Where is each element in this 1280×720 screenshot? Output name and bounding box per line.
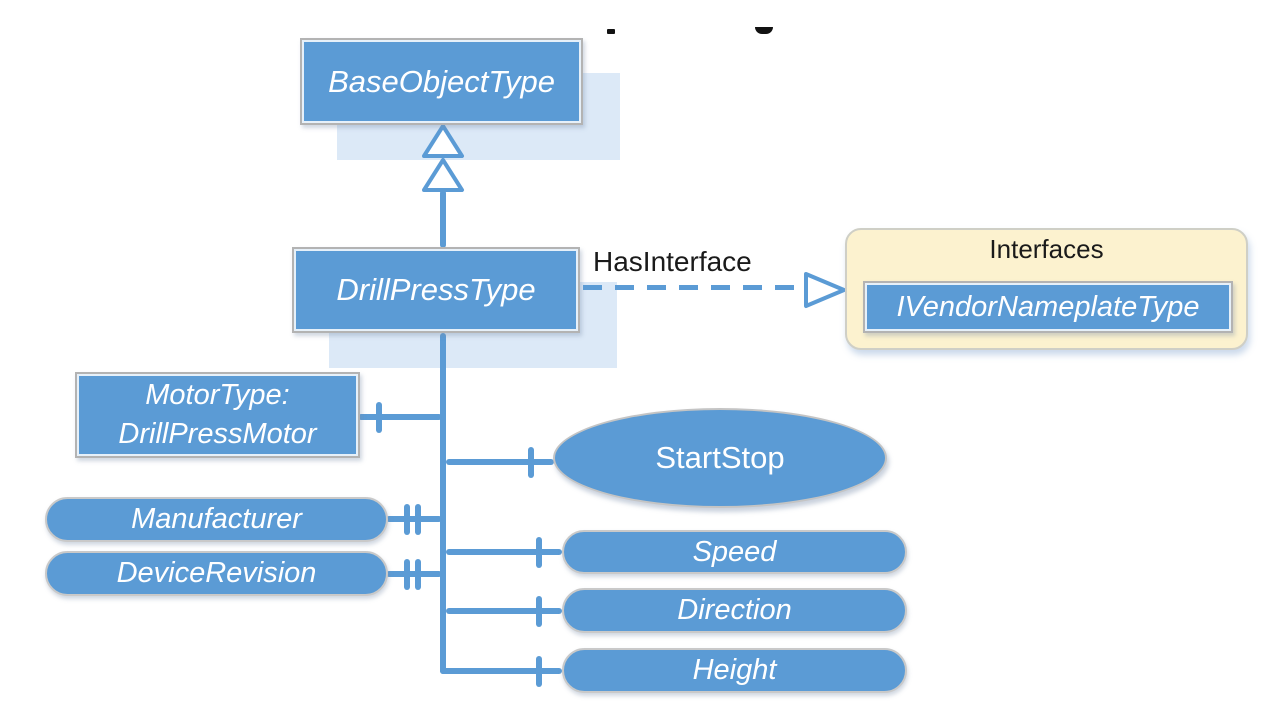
- variable-capsule-direction: Direction: [562, 588, 907, 633]
- component-trunk-line: [440, 333, 446, 674]
- object-box-motortype-label-line1: MotorType:: [145, 379, 290, 411]
- devicerevision-property-tick-2: [415, 559, 421, 590]
- devicerevision-property-tick-1: [404, 559, 410, 590]
- manufacturer-property-tick-2: [415, 504, 421, 535]
- object-box-motortype: MotorType: DrillPressMotor: [75, 372, 360, 458]
- hassubtype-arrow-icon: [422, 124, 464, 192]
- property-capsule-manufacturer: Manufacturer: [45, 497, 388, 542]
- height-connector-line: [440, 668, 562, 674]
- direction-connector-line: [446, 608, 562, 614]
- property-capsule-devicerevision: DeviceRevision: [45, 551, 388, 596]
- subtype-connector-line: [440, 190, 446, 248]
- hasinterface-label: HasInterface: [590, 247, 800, 277]
- height-component-tick: [536, 656, 542, 687]
- motortype-component-tick: [376, 402, 382, 433]
- class-box-drillpresstype-label: DrillPressType: [336, 272, 536, 307]
- hasinterface-arrow-icon: [804, 272, 846, 308]
- variable-capsule-height: Height: [562, 648, 907, 693]
- class-box-baseobjecttype: BaseObjectType: [300, 38, 583, 125]
- manufacturer-property-tick-1: [404, 504, 410, 535]
- variable-capsule-speed-label: Speed: [692, 535, 777, 568]
- startstop-connector-line: [446, 459, 554, 465]
- variable-capsule-height-label: Height: [692, 654, 777, 686]
- hasinterface-dashed-line: [583, 285, 802, 290]
- variable-capsule-speed: Speed: [562, 530, 907, 574]
- devicerevision-connector-line: [386, 571, 442, 577]
- object-box-motortype-label-line2: DrillPressMotor: [118, 418, 317, 450]
- interfaces-group-title-text: Interfaces: [989, 234, 1104, 264]
- method-ellipse-startstop: StartStop: [553, 408, 887, 508]
- cropped-text-artifact-curve: [755, 27, 773, 34]
- startstop-component-tick: [528, 447, 534, 478]
- cropped-text-artifact-dot: [607, 29, 615, 34]
- class-box-drillpresstype: DrillPressType: [292, 247, 580, 333]
- direction-component-tick: [536, 596, 542, 627]
- motortype-connector-line: [358, 414, 442, 420]
- manufacturer-connector-line: [386, 516, 442, 522]
- property-capsule-devicerevision-label: DeviceRevision: [116, 557, 317, 589]
- interface-box-ivendornameplatetype-label: IVendorNameplateType: [896, 290, 1200, 323]
- variable-capsule-direction-label: Direction: [677, 594, 792, 626]
- speed-connector-line: [446, 549, 562, 555]
- hasinterface-label-text: HasInterface: [593, 246, 752, 277]
- class-box-baseobjecttype-label: BaseObjectType: [328, 63, 555, 99]
- interface-box-ivendornameplatetype: IVendorNameplateType: [863, 281, 1233, 333]
- method-ellipse-startstop-label: StartStop: [655, 440, 785, 475]
- interfaces-group-title: Interfaces: [845, 234, 1248, 265]
- speed-component-tick: [536, 537, 542, 568]
- property-capsule-manufacturer-label: Manufacturer: [131, 503, 302, 535]
